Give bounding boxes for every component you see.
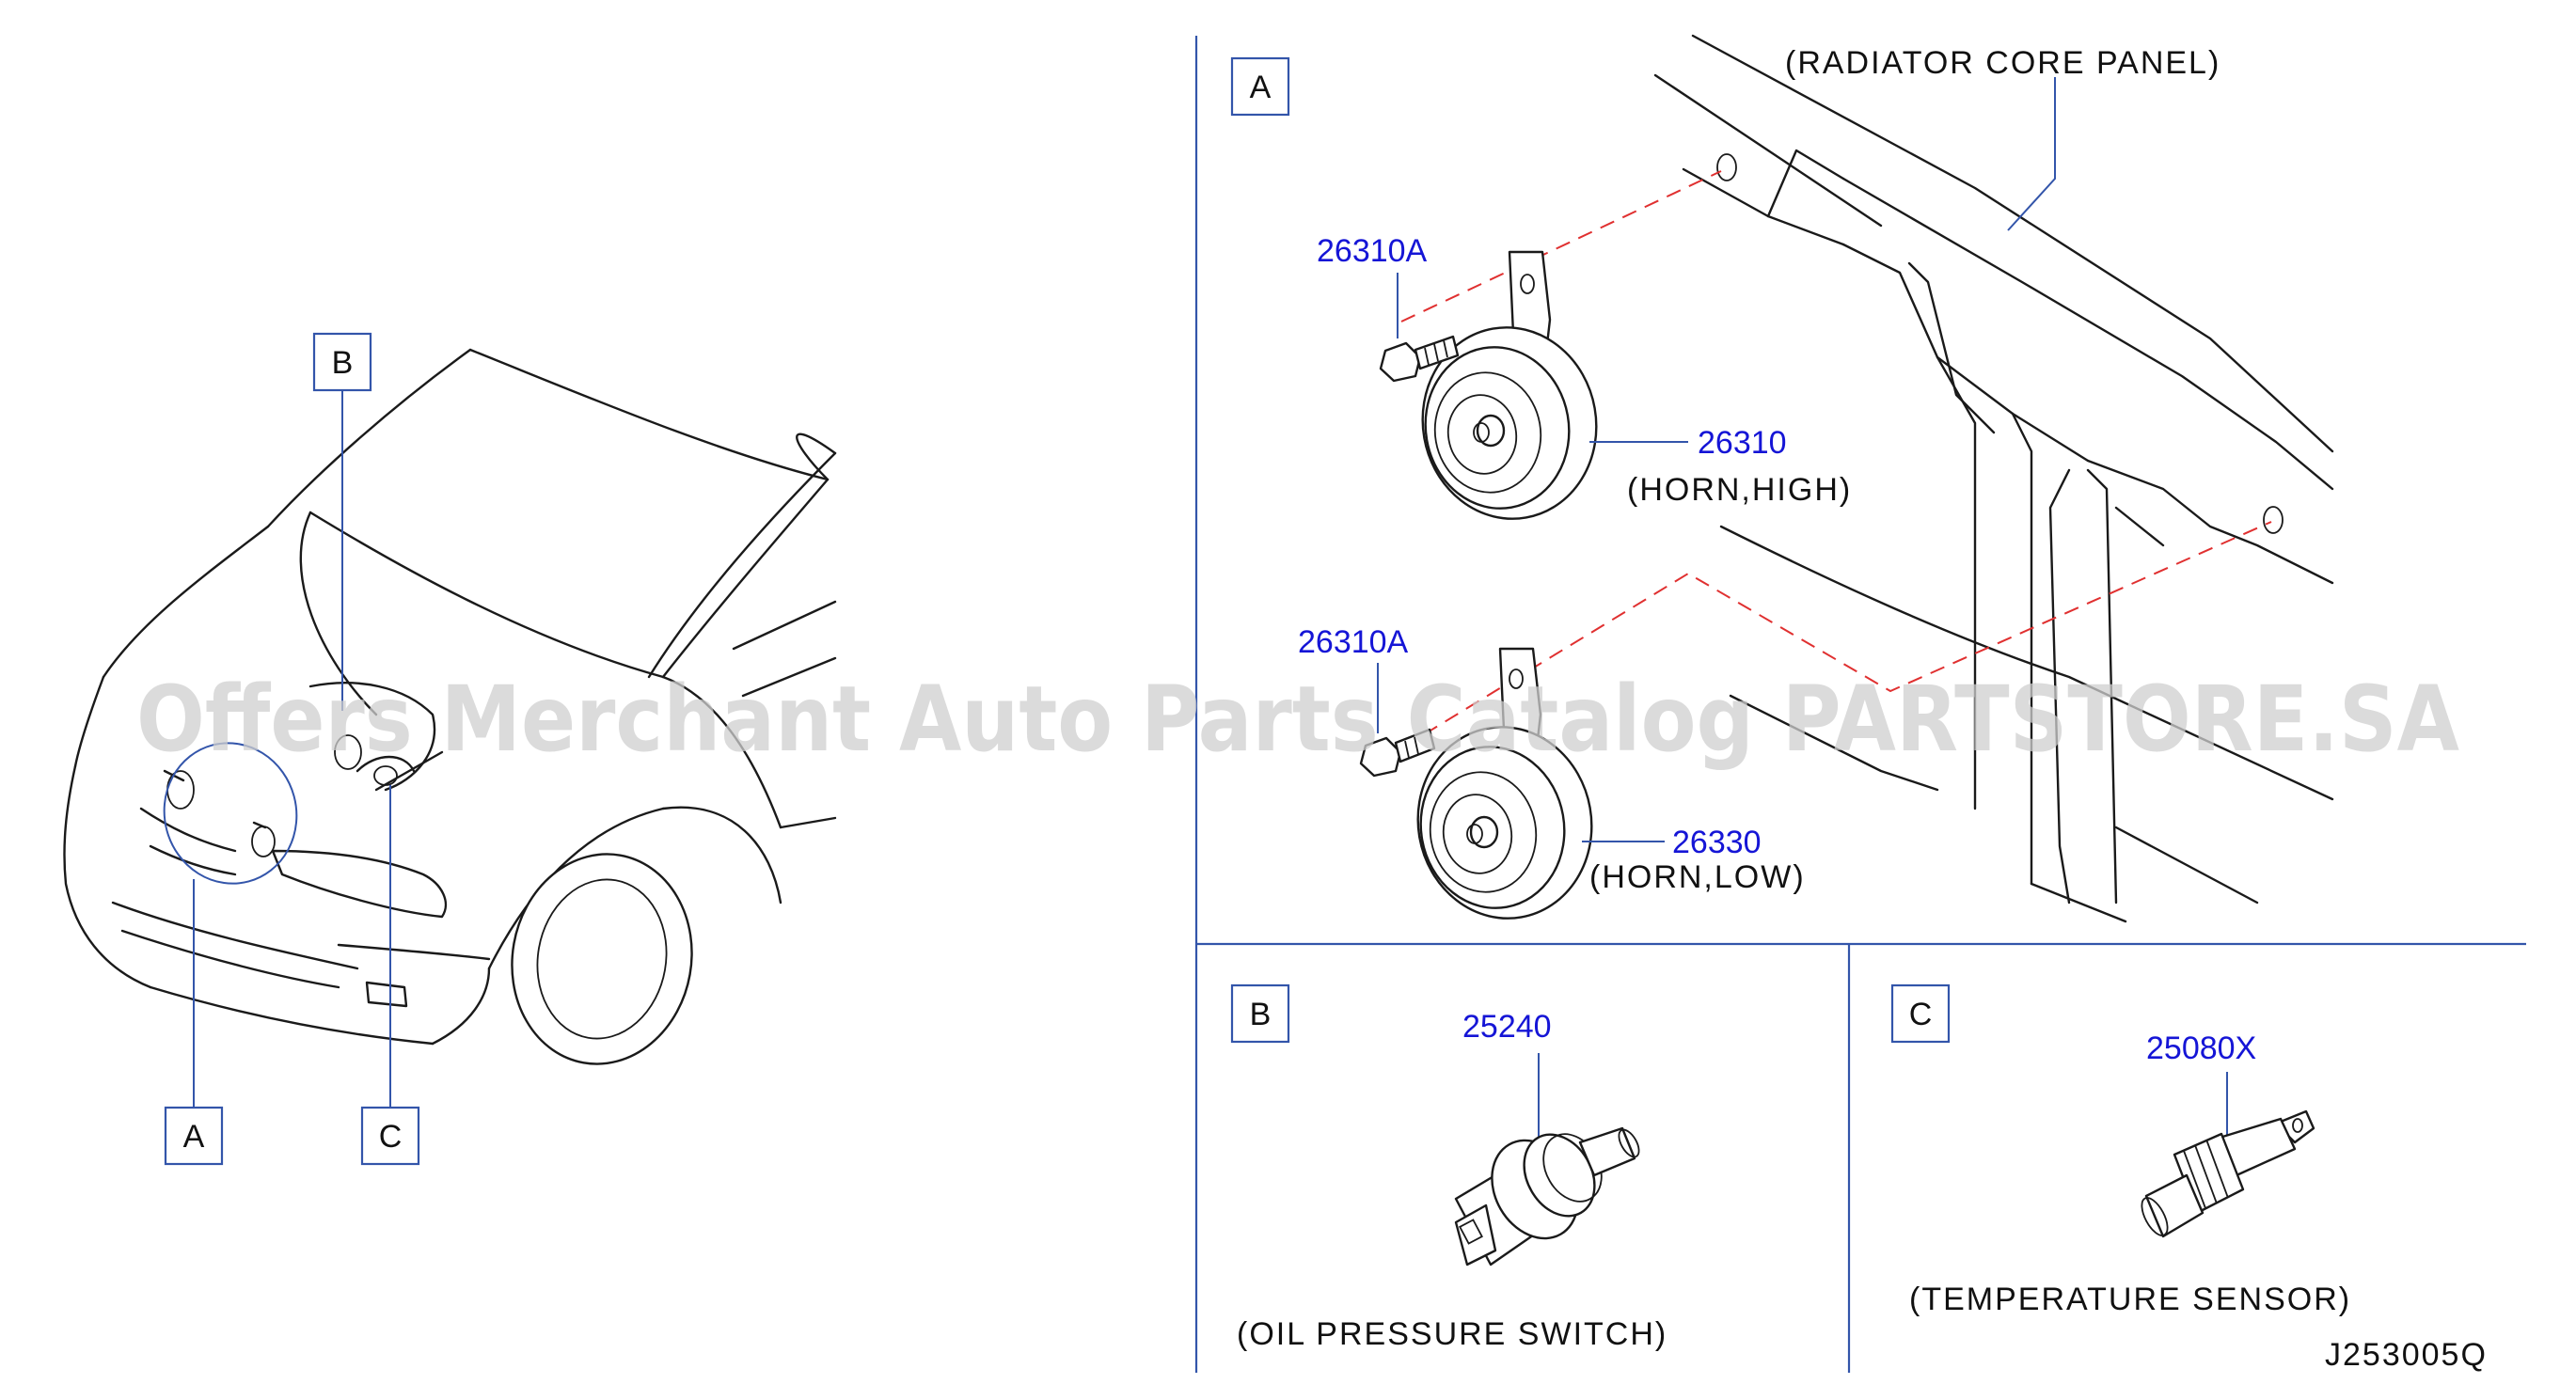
temperature-sensor-label: (TEMPERATURE SENSOR) [1909,1282,2351,1317]
part-number-bolt-lower[interactable]: 26310A [1298,624,1409,660]
oil-pressure-switch-label: (OIL PRESSURE SWITCH) [1237,1316,1667,1352]
oil-pressure-switch [1454,1126,1640,1266]
temperature-sensor [2141,1109,2315,1238]
part-number-horn-high[interactable]: 26310 [1698,425,1787,461]
car-illustration [63,348,837,1065]
panel-b-label: B [1250,997,1272,1032]
panel-b: B 25240 (OIL PRESSURE SWITCH) [1230,983,1667,1352]
part-number-bolt-upper[interactable]: 26310A [1317,233,1428,269]
part-number-temp-sensor[interactable]: 25080X [2146,1030,2256,1066]
horn-low [1416,647,1593,920]
panel-dividers [1194,36,2526,1373]
callout-a: A [183,1119,205,1155]
panel-a: A (RADIATOR CORE PANEL) [1230,34,2334,923]
callout-box-b [312,332,372,392]
bolt-upper [1379,335,1460,383]
part-number-horn-low[interactable]: 26330 [1672,825,1762,860]
mount-line-upper [1400,170,1722,322]
panel-c-label: C [1909,997,1933,1032]
panel-b-box [1230,983,1290,1044]
callout-c: C [379,1119,403,1155]
callout-box-c [360,1106,420,1166]
panel-c: C 25080X (TEMPERATURE SENSOR) [1890,983,2351,1317]
panel-a-box [1230,56,1290,117]
bolt-lower [1359,728,1436,778]
panel-a-label: A [1250,70,1272,105]
part-number-oil-switch[interactable]: 25240 [1462,1009,1552,1045]
panel-c-box [1890,983,1951,1044]
radiator-core-panel-label: (RADIATOR CORE PANEL) [1785,45,2220,81]
radiator-core-panel [1653,34,2334,923]
horn-high-label: (HORN,HIGH) [1627,472,1852,508]
horn-low-label: (HORN,LOW) [1589,859,1806,895]
callout-b: B [332,345,354,381]
diagram-code: J253005Q [2325,1337,2488,1373]
horn-high [1421,250,1598,520]
callout-box-a [164,1106,224,1166]
watermark-text: Offers Merchant Auto Parts Catalog PARTS… [136,667,2459,772]
radiator-leader [2007,77,2056,231]
car-callouts: B A C [164,332,420,1166]
